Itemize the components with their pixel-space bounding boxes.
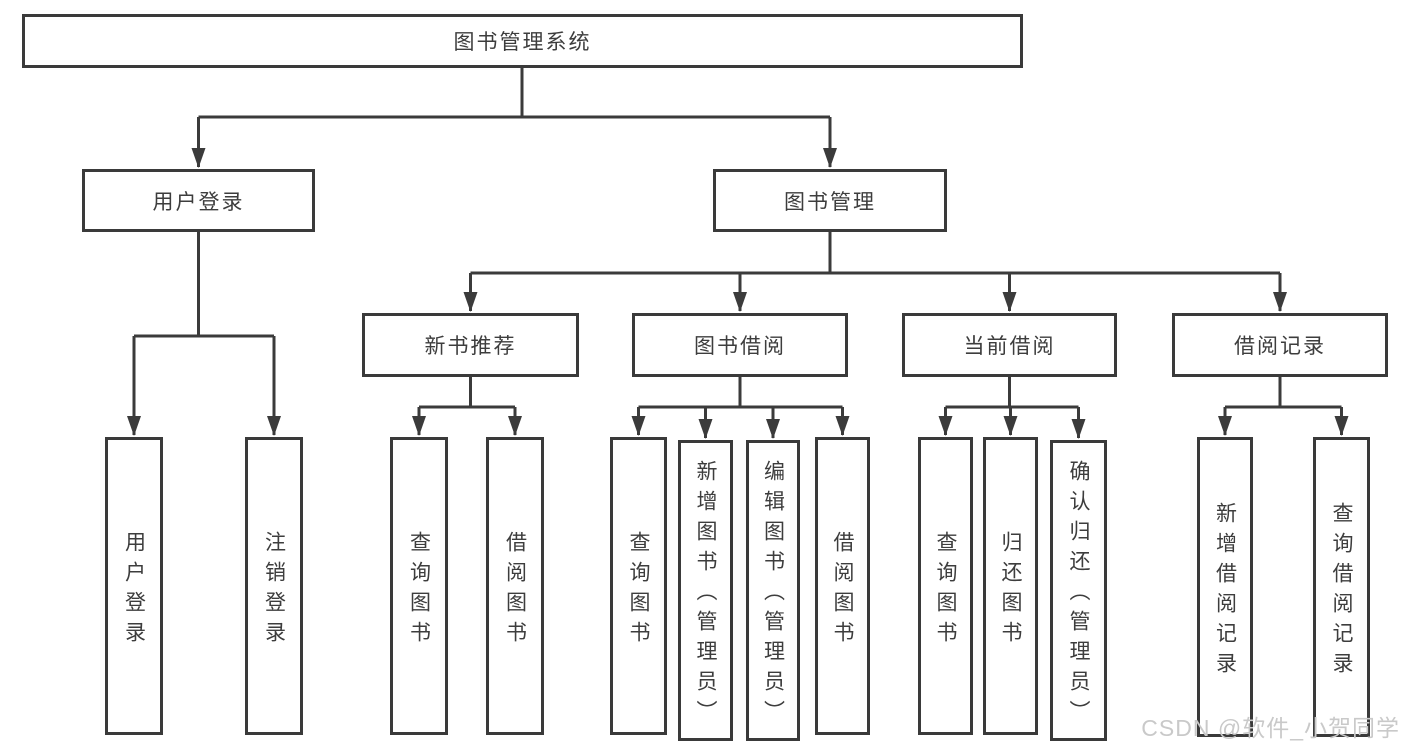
node-library-management-system: 图书管理系统 bbox=[22, 14, 1023, 68]
node-borrow-record: 借阅记录 bbox=[1172, 313, 1388, 377]
node-leaf-borrow-add-book-admin: 新增图书（管理员） bbox=[678, 440, 733, 741]
node-leaf-current-confirm-return-admin: 确认归还（管理员） bbox=[1050, 440, 1107, 741]
node-label: 编辑图书（管理员） bbox=[761, 460, 785, 730]
node-current-borrow: 当前借阅 bbox=[902, 313, 1117, 377]
node-leaf-logout: 注销登录 bbox=[245, 437, 303, 735]
node-new-book-recommend: 新书推荐 bbox=[362, 313, 579, 377]
node-leaf-recommend-borrow-book: 借阅图书 bbox=[486, 437, 544, 735]
node-label: 归还图书 bbox=[999, 530, 1022, 651]
node-label: 查询借阅记录 bbox=[1330, 501, 1353, 682]
node-label: 图书借阅 bbox=[694, 335, 786, 358]
node-label: 当前借阅 bbox=[963, 335, 1056, 358]
node-label: 图书管理系统 bbox=[453, 31, 592, 54]
node-leaf-user-login: 用户登录 bbox=[105, 437, 163, 735]
node-book-borrow: 图书借阅 bbox=[632, 313, 848, 377]
node-leaf-current-query-book: 查询图书 bbox=[918, 437, 973, 735]
node-label: 新书推荐 bbox=[424, 335, 517, 358]
node-leaf-record-query-record: 查询借阅记录 bbox=[1313, 437, 1370, 737]
node-label: 注销登录 bbox=[262, 530, 286, 651]
node-label: 查询图书 bbox=[627, 530, 650, 651]
node-user-login: 用户登录 bbox=[82, 169, 315, 232]
node-label: 新增借阅记录 bbox=[1213, 501, 1237, 682]
node-label: 借阅图书 bbox=[503, 530, 527, 651]
node-label: 图书管理 bbox=[784, 190, 876, 214]
node-leaf-recommend-query-book: 查询图书 bbox=[390, 437, 448, 735]
node-book-management: 图书管理 bbox=[713, 169, 947, 232]
node-leaf-record-add-record: 新增借阅记录 bbox=[1197, 437, 1253, 737]
node-label: 借阅图书 bbox=[831, 530, 854, 651]
node-label: 查询图书 bbox=[407, 530, 431, 651]
node-leaf-borrow-borrow-book: 借阅图书 bbox=[815, 437, 870, 735]
node-leaf-borrow-query-book: 查询图书 bbox=[610, 437, 667, 735]
node-label: 用户登录 bbox=[152, 190, 245, 214]
node-label: 用户登录 bbox=[122, 530, 146, 651]
node-label: 查询图书 bbox=[934, 530, 957, 651]
node-label: 借阅记录 bbox=[1234, 335, 1326, 358]
csdn-watermark: CSDN @软件_小贺同学 bbox=[1141, 715, 1400, 741]
node-leaf-current-return-book: 归还图书 bbox=[983, 437, 1038, 735]
node-label: 确认归还（管理员） bbox=[1067, 460, 1090, 730]
node-leaf-borrow-edit-book-admin: 编辑图书（管理员） bbox=[746, 440, 800, 741]
node-label: 新增图书（管理员） bbox=[694, 460, 717, 730]
